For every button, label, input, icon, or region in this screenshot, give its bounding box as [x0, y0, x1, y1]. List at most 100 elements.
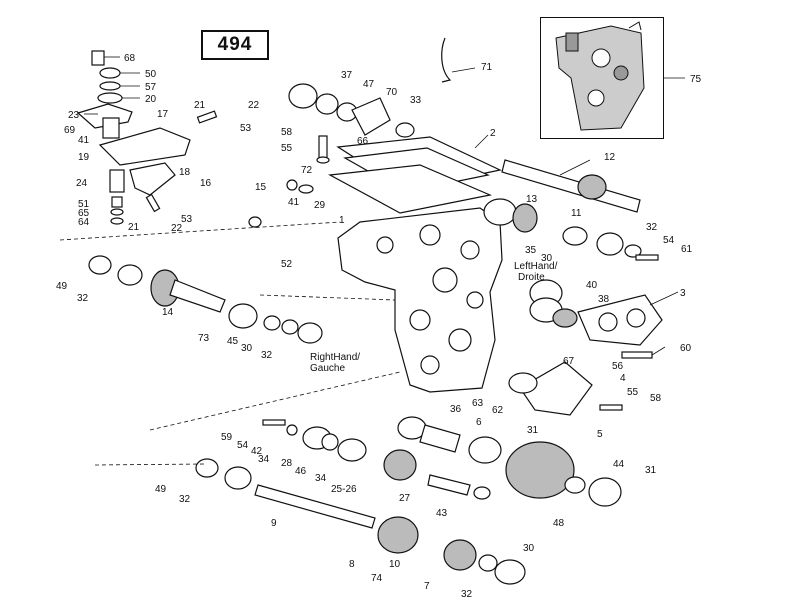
callout-label: 35	[525, 245, 537, 256]
callout-label: 2	[490, 128, 496, 139]
lower-shaft-assembly	[94, 371, 622, 585]
callout-label: 41	[288, 197, 300, 208]
shift-linkage-assembly	[76, 50, 314, 228]
callout-label: 20	[145, 94, 157, 105]
part-21b	[145, 193, 161, 213]
callout-label: 56	[612, 361, 624, 372]
callout-label: 48	[553, 518, 565, 529]
callout-label: 16	[200, 178, 212, 189]
callout-label: 11	[571, 208, 582, 219]
callout-label: 64	[78, 217, 90, 228]
callout-label: 41	[78, 135, 90, 146]
callout-label: 34	[258, 454, 270, 465]
callout-label: 68	[124, 53, 136, 64]
callout-label: 31	[645, 465, 657, 476]
callout-label: 17	[157, 109, 169, 120]
callout-label: 1	[339, 215, 345, 226]
callout-label: 71	[481, 62, 493, 73]
part-66	[395, 122, 415, 138]
callout-label: 28	[281, 458, 293, 469]
callout-label: 72	[301, 165, 313, 176]
side-cover-3	[508, 279, 663, 416]
callout-label: 31	[527, 425, 539, 436]
callout-label: 73	[198, 333, 210, 344]
callout-label: 32	[77, 293, 89, 304]
callout-label: 42	[251, 446, 263, 457]
right-hand-label-1: RightHand/	[310, 352, 360, 363]
part-21a	[196, 110, 218, 124]
callout-label: 62	[492, 405, 504, 416]
callout-label: 38	[598, 294, 610, 305]
callout-label: 7	[424, 581, 430, 592]
callout-label: 8	[349, 559, 355, 570]
part-29	[328, 164, 493, 214]
part-64	[110, 217, 124, 225]
callout-label: 36	[450, 404, 462, 415]
part-33	[351, 97, 391, 136]
callout-label: 57	[145, 82, 157, 93]
callout-label: 12	[604, 152, 616, 163]
callout-label: 54	[237, 440, 249, 451]
assembled-gearbox-image	[555, 21, 645, 131]
part-55	[316, 156, 330, 164]
callout-label: 22	[171, 223, 183, 234]
callout-label: 10	[389, 559, 401, 570]
part-58	[318, 135, 328, 159]
leader-lines	[84, 56, 685, 356]
part-69	[102, 117, 120, 139]
part-50	[99, 67, 121, 79]
callout-label: 40	[586, 280, 598, 291]
part-41a	[286, 179, 298, 191]
callout-label: 43	[436, 508, 448, 519]
callout-label: 32	[646, 222, 658, 233]
callout-label: 45	[227, 336, 239, 347]
callout-label: 3	[680, 288, 686, 299]
callout-label: 53	[181, 214, 193, 225]
part-4	[519, 361, 593, 416]
callout-label: 75	[690, 74, 702, 85]
part-17	[98, 127, 191, 166]
callout-label: 13	[526, 194, 538, 205]
callout-label: 55	[627, 387, 639, 398]
left-shaft-14	[59, 221, 341, 344]
part-68	[91, 50, 105, 66]
callout-label: 15	[255, 182, 267, 193]
callout-label: 32	[179, 494, 191, 505]
part-18	[129, 162, 176, 196]
part-65	[110, 208, 124, 216]
part-24	[109, 169, 125, 193]
callout-label: 49	[155, 484, 167, 495]
callout-label: 19	[78, 152, 90, 163]
diagram-number: 494	[217, 34, 253, 55]
callout-label: 51	[78, 199, 90, 210]
callout-label: 50	[145, 69, 157, 80]
callout-label: 27	[399, 493, 411, 504]
callout-label: 44	[613, 459, 625, 470]
right-hand-label-2: Gauche	[310, 363, 345, 374]
part-47	[315, 93, 339, 115]
callout-label: 6	[476, 417, 482, 428]
callout-label: 29	[314, 200, 326, 211]
callout-label: 66	[357, 136, 369, 147]
upper-middle-parts	[288, 37, 502, 214]
callout-label: 53	[240, 123, 252, 134]
callout-label: 22	[248, 100, 260, 111]
callout-label: 59	[221, 432, 233, 443]
callout-label: 30	[541, 253, 553, 264]
callout-label: 46	[295, 466, 307, 477]
left-hand-label-1: LeftHand/	[514, 261, 558, 272]
callout-label: 54	[663, 235, 675, 246]
callout-label: 25-26	[331, 484, 357, 495]
gearbox-housing-1	[259, 207, 503, 393]
assembled-view-inset	[540, 17, 664, 139]
callout-label: 21	[128, 222, 140, 233]
callout-label: 47	[363, 79, 375, 90]
callout-label: 60	[680, 343, 692, 354]
callout-label: 58	[281, 127, 293, 138]
left-hand-label-2: Droite	[518, 272, 545, 283]
callout-label: 69	[64, 125, 76, 136]
callout-label: 33	[410, 95, 422, 106]
callout-label: 74	[371, 573, 383, 584]
callout-label: 70	[386, 87, 398, 98]
callout-label: 5	[597, 429, 603, 440]
